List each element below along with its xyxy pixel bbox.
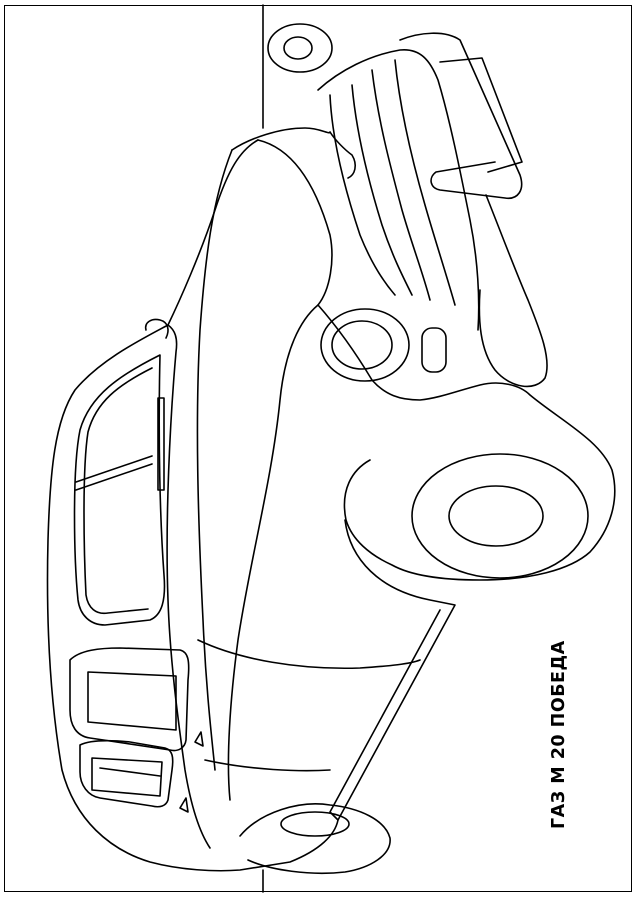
headlight-ring xyxy=(320,308,410,382)
front-side-window-inner xyxy=(87,671,177,731)
rear-side-window-inner xyxy=(91,757,163,797)
window-vent-line xyxy=(99,767,161,777)
caption-title: ГАЗ М 20 ПОБЕДА xyxy=(549,640,569,829)
door-marker-2 xyxy=(179,797,189,813)
windshield-inner xyxy=(83,367,153,615)
door-marker-1 xyxy=(194,731,204,747)
grille-bar-2 xyxy=(351,84,413,296)
side-mirror xyxy=(144,318,169,339)
rear-side-window xyxy=(79,739,174,808)
headlight-lens xyxy=(331,320,393,370)
top-headlight-lens xyxy=(283,36,313,60)
front-wheel-outer xyxy=(411,453,589,579)
hood-ornament xyxy=(329,131,357,179)
car-body-outline xyxy=(46,139,339,872)
page-frame xyxy=(4,5,632,892)
front-side-window xyxy=(69,647,190,752)
bumper-guard xyxy=(478,194,548,388)
car-lower-body-line xyxy=(204,759,331,772)
car-roof-line xyxy=(166,324,211,849)
cowl-line xyxy=(231,127,331,151)
top-headlight-ring xyxy=(267,23,333,73)
front-bumper xyxy=(399,32,523,200)
door-handle xyxy=(157,397,165,491)
grille-bar-4 xyxy=(394,59,456,306)
rear-wheel xyxy=(280,811,350,837)
grille-bar-3 xyxy=(371,69,431,301)
front-wheel-hubcap xyxy=(448,485,544,547)
car-body-side-line xyxy=(227,139,333,801)
rear-wheel-arch xyxy=(239,803,391,875)
car-front-fender xyxy=(317,304,616,581)
windshield xyxy=(73,354,166,626)
parking-light xyxy=(421,327,447,373)
windshield-divider xyxy=(75,455,153,491)
front-bumper-lower xyxy=(439,57,523,173)
car-hood-line xyxy=(196,149,233,771)
car-sill-line xyxy=(329,519,456,821)
grille-frame xyxy=(317,49,480,331)
car-sill-inner xyxy=(197,639,421,670)
grille-bar-1 xyxy=(329,94,396,296)
